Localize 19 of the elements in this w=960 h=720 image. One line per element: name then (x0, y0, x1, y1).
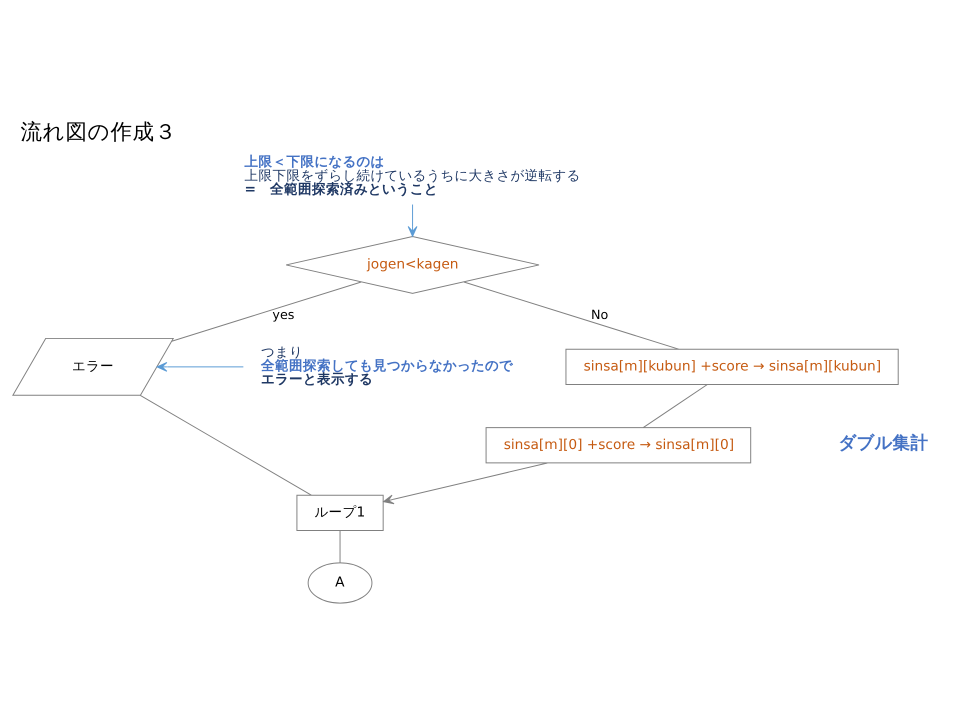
node-box: ループ1 (296, 494, 384, 531)
node-box: sinsa[m][0] +score → sinsa[m][0] (486, 426, 752, 463)
connector (642, 384, 708, 428)
node-text: 上限＜下限になるのは 上限下限をずらし続けているうちに大きさが逆転する = 全範囲探索済みということ (244, 154, 580, 198)
arrow (156, 361, 244, 372)
diagram-title: 流れ図の作成３ (20, 120, 177, 145)
arrow (383, 462, 548, 504)
node-diamond: jogen<kagen (286, 236, 540, 294)
node-text: つまり 全範囲探索しても見つからなかったので エラーと表示する (261, 344, 514, 388)
node-box: sinsa[m][kubun] +score → sinsa[m][kubun] (565, 348, 899, 384)
node-ellipse: A (308, 562, 372, 604)
edge-label: No (590, 308, 608, 323)
connector (140, 394, 312, 496)
label: ダブル集計 (838, 433, 928, 454)
edge-label: yes (272, 308, 294, 323)
connector (463, 281, 680, 350)
arrow (408, 204, 418, 236)
connector (340, 530, 341, 563)
connector (171, 281, 362, 342)
